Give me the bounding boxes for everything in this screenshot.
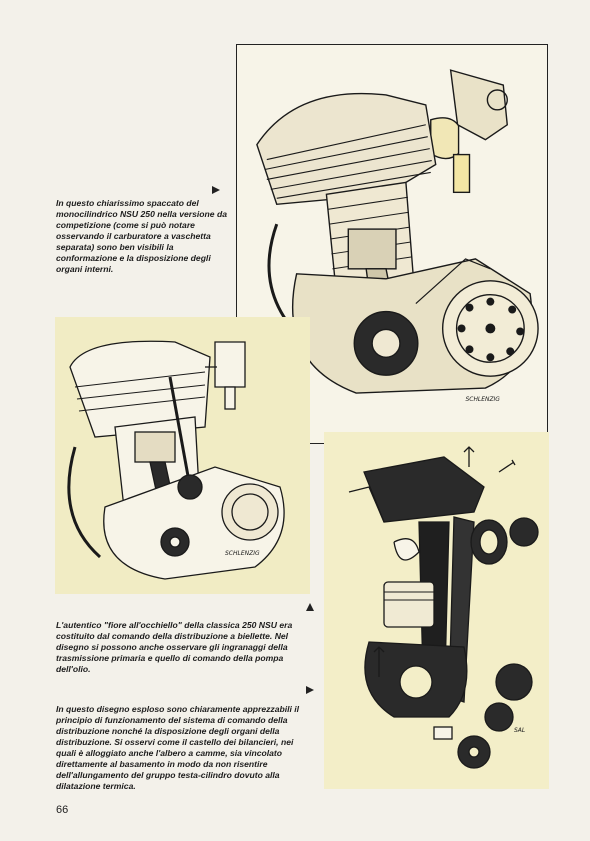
engine-cutaway-illustration: SCHLENZIG (236, 44, 548, 444)
caption-distribution-drive: L'autentico "fiore all'occhiello" della … (56, 620, 293, 674)
top-illustration-signature: SCHLENZIG (466, 396, 501, 403)
arrow-right-icon (306, 686, 314, 694)
right-illustration-signature: SAL (514, 727, 525, 734)
arrow-right-icon (212, 186, 220, 194)
page-number: 66 (56, 804, 69, 816)
distribution-drive-illustration: SCHLENZIG (55, 317, 310, 594)
caption-exploded-view: In questo disegno esploso sono chiaramen… (56, 704, 300, 791)
exploded-view-illustration: SAL (324, 432, 549, 789)
arrow-up-icon (306, 603, 314, 611)
distribution-drive-drawing: SCHLENZIG (67, 340, 285, 580)
caption-cutaway: In questo chiarissimo spaccato del monoc… (56, 198, 227, 274)
engine-cutaway-drawing: SCHLENZIG (256, 69, 539, 403)
exploded-view-drawing: SAL (348, 446, 539, 769)
left-illustration-signature: SCHLENZIG (225, 550, 260, 557)
